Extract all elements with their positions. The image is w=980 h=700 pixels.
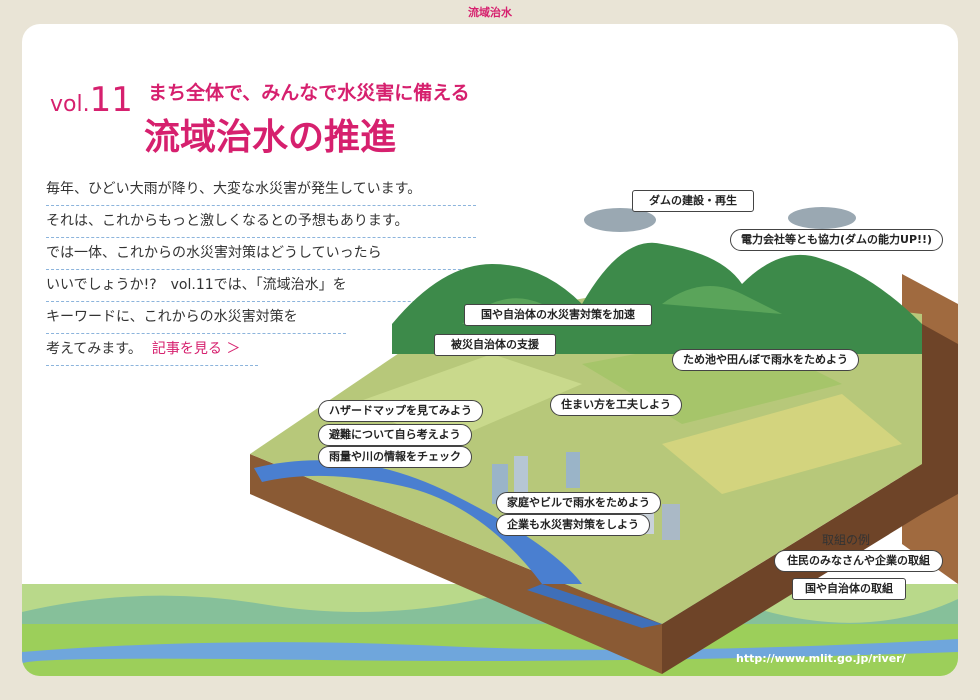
intro-line: それは、これからもっと激しくなるとの予想もあります。 <box>46 206 476 238</box>
callout-dam: ダムの建設・再生 <box>632 190 754 212</box>
callout-info: 雨量や川の情報をチェック <box>318 446 472 468</box>
callout-company: 企業も水災害対策をしよう <box>496 514 650 536</box>
callout-evac: 避難について自ら考えよう <box>318 424 472 446</box>
intro-line: 考えてみます。 <box>46 341 142 357</box>
page-subtitle: まち全体で、みんなで水災害に備える <box>148 82 470 104</box>
page-title: 流域治水の推進 <box>144 117 397 158</box>
legend-residents: 住民のみなさんや企業の取組 <box>774 550 943 572</box>
callout-power: 電力会社等とも協力(ダムの能力UP!!) <box>730 229 944 251</box>
callout-govt: 国や自治体の水災害対策を加速 <box>464 304 652 326</box>
volume-prefix: vol. <box>50 92 90 117</box>
header-tab: 流域治水 <box>468 6 512 19</box>
intro-line: では一体、これからの水災害対策はどうしていったら <box>46 238 476 270</box>
building <box>566 452 580 488</box>
intro-line: いいでしょうか!? vol.11では、「流域治水」を <box>46 270 476 302</box>
intro-line-last: 考えてみます。記事を見る ＞ <box>46 334 259 366</box>
intro-text: 毎年、ひどい大雨が降り、大変な水災害が発生しています。 それは、これからもっと激… <box>46 174 476 366</box>
intro-line: キーワードに、これからの水災害対策を <box>46 302 346 334</box>
river <box>254 460 582 584</box>
callout-home: 家庭やビルで雨水をためよう <box>496 492 661 514</box>
rain-clouds <box>584 207 856 232</box>
volume-label: vol.11 <box>50 80 133 120</box>
callout-pond: ため池や田んぼで雨水をためよう <box>672 349 859 371</box>
main-card: vol.11 まち全体で、みんなで水災害に備える 流域治水の推進 毎年、ひどい大… <box>22 24 958 676</box>
legend-title: 取組の例 <box>822 533 871 547</box>
callout-live: 住まい方を工夫しよう <box>550 394 682 416</box>
callout-hazard: ハザードマップを見てみよう <box>318 400 483 422</box>
callout-support: 被災自治体の支援 <box>434 334 556 356</box>
mountains <box>392 242 922 354</box>
intro-line: 毎年、ひどい大雨が降り、大変な水災害が発生しています。 <box>46 174 476 206</box>
view-article-link[interactable]: 記事を見る ＞ <box>151 341 241 357</box>
volume-number: 11 <box>89 80 133 120</box>
building <box>662 504 680 540</box>
source-url[interactable]: http://www.mlit.go.jp/river/ <box>736 652 906 665</box>
legend-govt: 国や自治体の取組 <box>792 578 906 600</box>
